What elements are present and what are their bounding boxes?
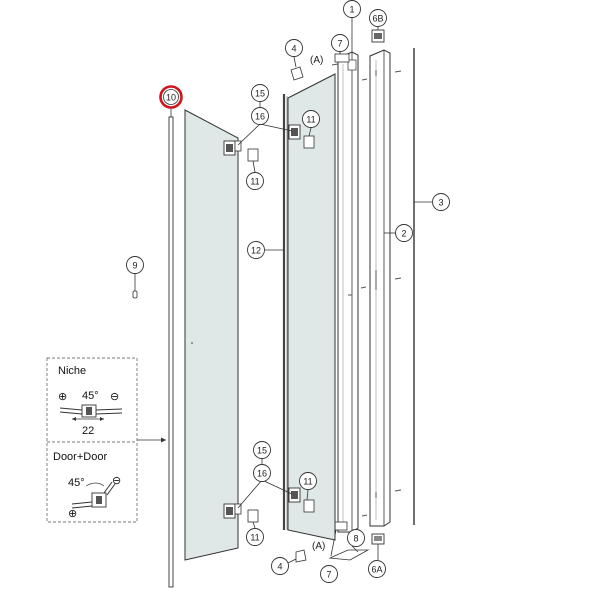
wall-screws	[360, 70, 402, 517]
callout-11-bottom-left: 11	[246, 528, 264, 546]
plug-9	[132, 290, 138, 299]
door-glass-mark	[191, 342, 193, 344]
door-seal-profile-10	[168, 116, 174, 588]
hinge-16-top-right	[288, 124, 301, 140]
wall-channel-2	[369, 49, 391, 527]
svg-text:11: 11	[306, 115, 315, 125]
hinge-leaders	[237, 123, 312, 529]
door-hinge-sketch	[71, 481, 116, 509]
callout-16-top: 16	[251, 107, 269, 125]
svg-text:6B: 6B	[372, 14, 383, 24]
floor-seal-8	[328, 549, 370, 561]
hinge-16-top-left	[223, 140, 242, 156]
label-a-bottom: (A)	[312, 541, 325, 552]
bracket-6a	[371, 533, 385, 560]
svg-text:7: 7	[337, 39, 342, 49]
callout-15-top: 15	[251, 84, 269, 102]
svg-text:6A: 6A	[371, 565, 382, 575]
callout-4-top: 4	[285, 39, 303, 57]
callout-4-bottom: 4	[271, 557, 289, 575]
svg-text:1: 1	[349, 5, 354, 15]
svg-text:16: 16	[257, 469, 267, 479]
svg-text:16: 16	[255, 112, 265, 122]
svg-text:11: 11	[250, 177, 259, 187]
svg-text:2: 2	[401, 229, 406, 239]
door-angle: 45°	[68, 477, 85, 489]
door-title: Door+Door	[53, 451, 107, 463]
svg-text:11: 11	[250, 533, 259, 543]
svg-text:12: 12	[251, 246, 261, 256]
hinge-16-bottom-left	[223, 503, 242, 519]
hinge-profile-1	[337, 51, 359, 533]
callout-6a: 6A	[368, 560, 386, 578]
svg-text:4: 4	[277, 562, 282, 572]
door-plus: ⊕	[68, 508, 77, 520]
cap-4-top	[290, 66, 304, 81]
callout-12: 12	[247, 241, 265, 259]
callout-8: 8	[347, 529, 365, 547]
bracket-a-top	[331, 63, 339, 66]
callout-7-bottom: 7	[320, 565, 338, 583]
niche-angle: 45°	[82, 390, 99, 402]
hinge-cover-11-c	[303, 499, 315, 513]
callout-2: 2	[395, 224, 413, 242]
svg-text:4: 4	[291, 44, 296, 54]
hinge-cover-11-b	[247, 148, 259, 162]
callout-7-top: 7	[331, 34, 349, 52]
niche-hinge-sketch	[59, 404, 123, 421]
callout-1: 1	[343, 0, 361, 18]
hinge-16-bottom-right	[288, 487, 301, 503]
label-a-top: (A)	[310, 55, 323, 66]
callout-11-bottom-right: 11	[299, 472, 317, 490]
leader-8	[351, 545, 359, 553]
hinge-cover-11-d	[247, 509, 259, 523]
callout-11-top-left: 11	[246, 172, 264, 190]
callout-16-bottom: 16	[253, 464, 271, 482]
niche-title: Niche	[58, 365, 86, 377]
svg-text:15: 15	[255, 89, 265, 99]
svg-text:7: 7	[326, 570, 331, 580]
leader-4-bottom	[287, 558, 297, 564]
callout-10-highlighted: 10	[159, 85, 183, 109]
hinge-cover-11-a	[303, 135, 315, 149]
svg-text:9: 9	[132, 261, 137, 271]
niche-plus: ⊕	[58, 391, 67, 403]
niche-dimension: 22	[82, 425, 94, 437]
svg-text:10: 10	[166, 93, 176, 103]
callout-6b: 6B	[369, 9, 387, 27]
callout-15-bottom: 15	[253, 441, 271, 459]
niche-minus: ⊖	[110, 391, 119, 403]
callout-9: 9	[126, 256, 144, 274]
svg-text:11: 11	[303, 477, 312, 487]
callout-11-top-right: 11	[302, 110, 320, 128]
fixed-glass-panel	[287, 73, 336, 541]
leader-4-top	[293, 56, 297, 68]
bracket-6b	[371, 26, 385, 43]
svg-text:15: 15	[257, 446, 267, 456]
cap-4-bottom	[295, 549, 307, 563]
svg-text:3: 3	[438, 198, 443, 208]
door-glass-panel	[184, 109, 239, 561]
end-cap-7-top	[334, 53, 350, 63]
callout-3: 3	[432, 193, 450, 211]
door-minus: ⊖	[112, 475, 121, 487]
installation-inset: Niche ⊕ 45° ⊖ 22 Door+Door 45° ⊖	[46, 357, 166, 523]
svg-text:8: 8	[353, 534, 358, 544]
